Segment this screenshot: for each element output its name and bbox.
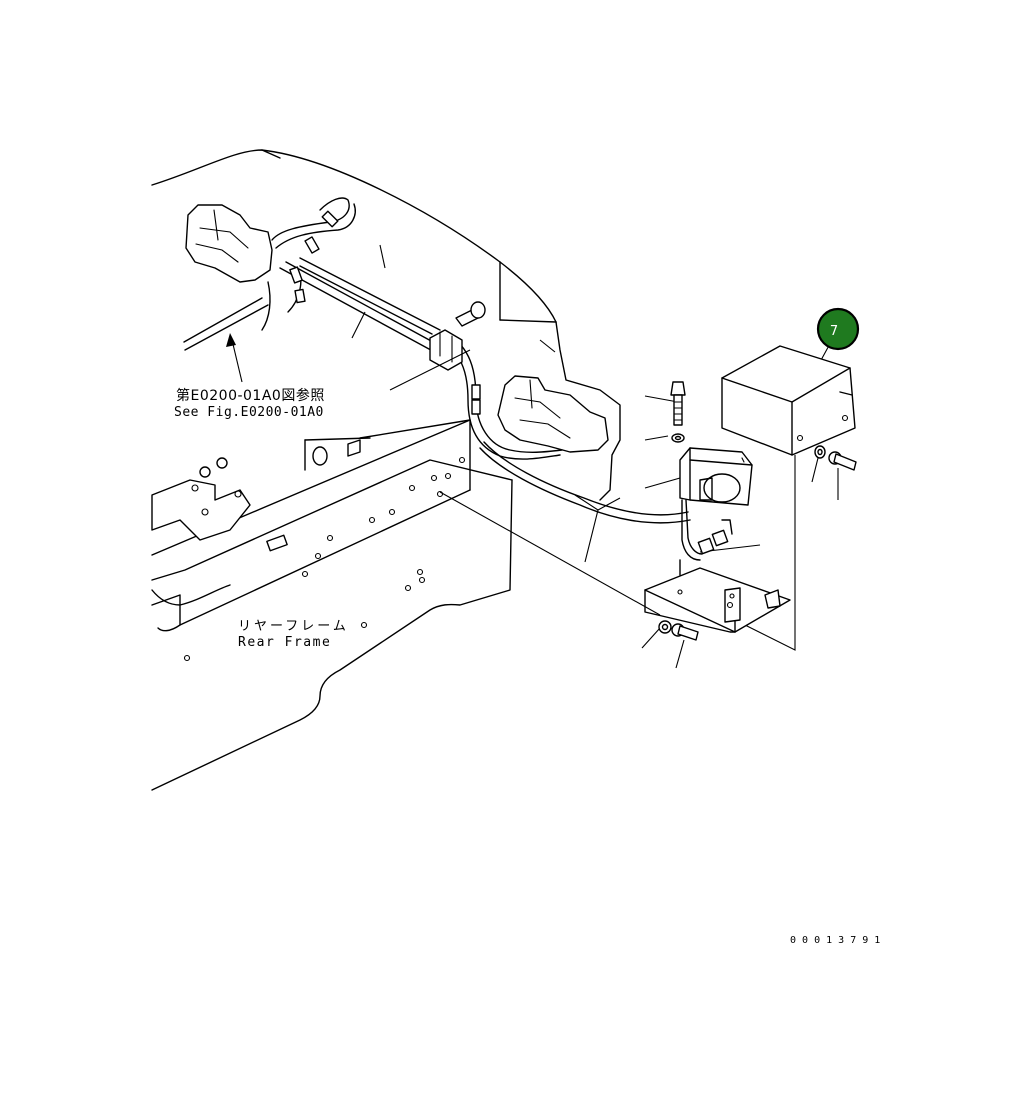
buzzer-wiring bbox=[679, 499, 733, 576]
bracket-washer bbox=[658, 620, 672, 634]
frame-nuts bbox=[199, 457, 228, 478]
callout-number: 7 bbox=[830, 324, 838, 339]
rear-frame bbox=[151, 419, 513, 791]
counterweight-housing bbox=[151, 149, 621, 501]
harness-connectors bbox=[289, 210, 481, 415]
wiring-harness bbox=[183, 197, 691, 524]
mounting-bracket-plate bbox=[644, 567, 791, 633]
mounting-washer bbox=[671, 433, 685, 443]
frame-label-jp: リヤーフレーム bbox=[238, 619, 349, 634]
reference-note-en: See Fig.E0200-01A0 bbox=[174, 405, 324, 420]
callout-7[interactable]: 7 bbox=[816, 307, 860, 351]
drawing-number: 0 0 0 1 3 7 9 1 bbox=[790, 935, 880, 946]
bracket-bolt-lower bbox=[671, 623, 699, 641]
cover-washer bbox=[814, 445, 826, 459]
leader-lines bbox=[351, 244, 839, 669]
engine-block-middle bbox=[497, 375, 609, 453]
reference-arrow bbox=[226, 333, 243, 383]
frame-label-en: Rear Frame bbox=[238, 635, 331, 650]
engine-block-left bbox=[185, 204, 273, 283]
mounting-bolt bbox=[670, 381, 686, 426]
cover-bolt bbox=[828, 451, 857, 471]
reference-note-jp: 第E0200-01A0図参照 bbox=[176, 387, 325, 404]
bracket-bolt bbox=[455, 301, 486, 327]
buzzer-unit bbox=[679, 447, 753, 506]
harness-bracket bbox=[429, 329, 463, 371]
buzzer-cover bbox=[721, 345, 856, 456]
